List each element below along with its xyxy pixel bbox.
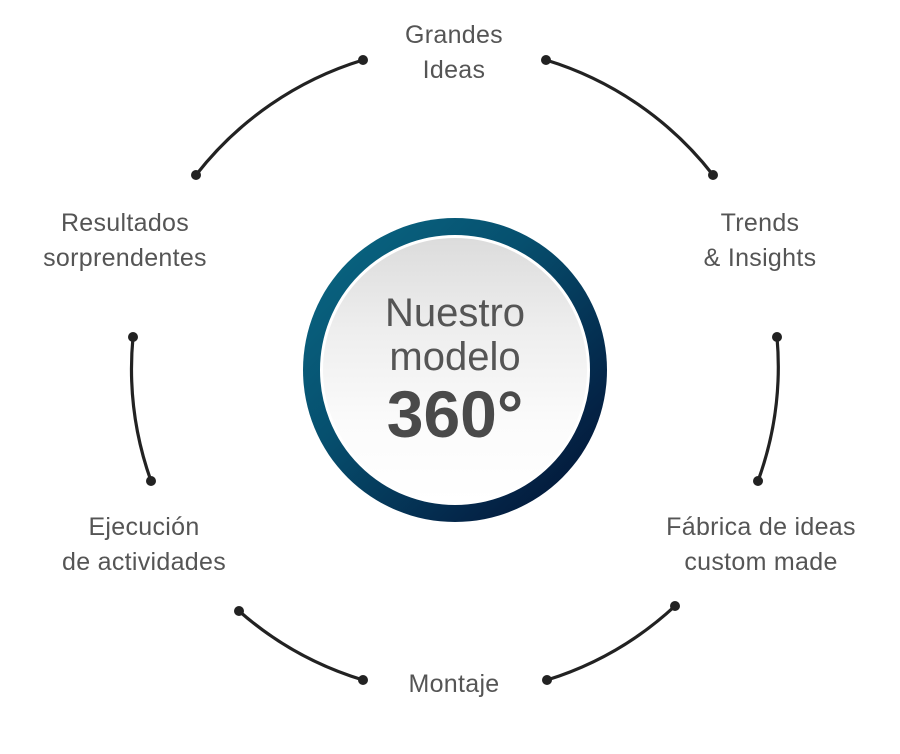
center-title-line-2: modelo: [389, 335, 521, 379]
stage-montaje: Montaje: [354, 667, 554, 702]
connector-dot: [146, 476, 156, 486]
center-badge: Nuestro modelo 360°: [320, 235, 590, 505]
connector-dot: [234, 606, 244, 616]
connector-grandes-ideas-trends-insights: [544, 58, 715, 177]
connector-ejecucion-resultados: [129, 335, 153, 483]
stage-label-line: Grandes: [405, 21, 503, 49]
connector-dot: [753, 476, 763, 486]
connector-dot: [772, 332, 782, 342]
connector-dot: [358, 675, 368, 685]
connector-dot: [542, 675, 552, 685]
stage-trends-insights: Trends & Insights: [660, 206, 860, 276]
stage-label-line: Resultados: [60, 209, 190, 237]
connector-montaje-ejecucion: [237, 609, 365, 682]
stage-ejecucion: Ejecución de actividades: [24, 510, 264, 580]
connector-dot: [708, 170, 718, 180]
connector-dot: [358, 55, 368, 65]
center-emphasis-360: 360°: [386, 377, 524, 451]
connector-dot: [191, 170, 201, 180]
stage-label-line: & Insights: [703, 244, 817, 272]
stage-fabrica-de-ideas: Fábrica de ideas custom made: [630, 510, 892, 580]
center-badge-ring: Nuestro modelo 360°: [303, 218, 607, 522]
connector-resultados-grandes-ideas: [194, 58, 365, 177]
stage-label-line: Ideas: [422, 56, 486, 84]
stage-resultados: Resultados sorprendentes: [10, 206, 240, 276]
stage-label-line: Montaje: [408, 670, 500, 698]
connector-dot: [670, 601, 680, 611]
connector-dot: [541, 55, 551, 65]
connector-dot: [128, 332, 138, 342]
stage-label-line: Fábrica de ideas: [666, 513, 856, 541]
connector-fabrica-montaje: [545, 604, 677, 682]
connector-trends-insights-fabrica: [756, 335, 780, 483]
stage-label-line: Ejecución: [88, 513, 200, 541]
stage-label-line: Trends: [720, 209, 800, 237]
center-title-line-1: Nuestro: [384, 291, 526, 335]
stage-grandes-ideas: Grandes Ideas: [354, 18, 554, 88]
stage-label-line: custom made: [684, 548, 838, 576]
stage-label-line: de actividades: [61, 548, 227, 576]
stage-label-line: sorprendentes: [43, 244, 207, 272]
